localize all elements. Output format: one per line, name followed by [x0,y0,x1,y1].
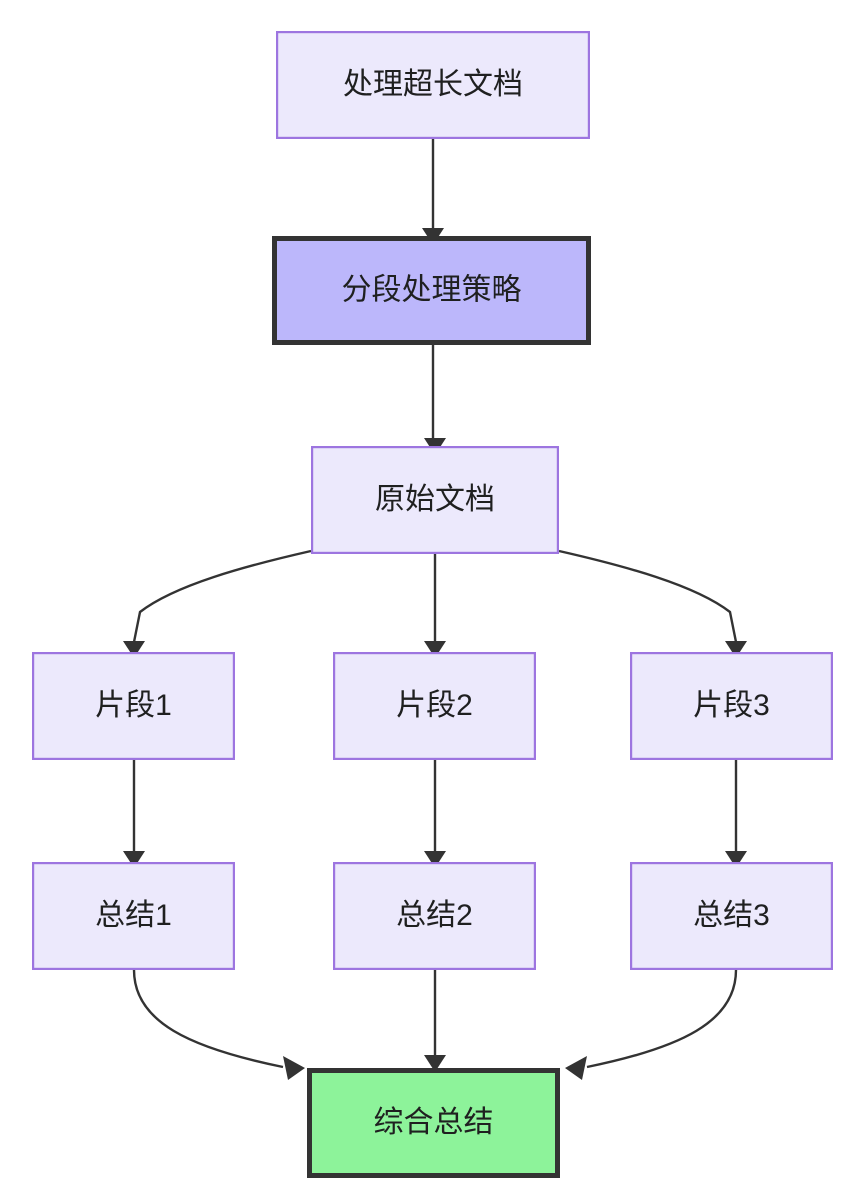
node-box-n10[interactable] [307,1068,560,1178]
node-n4[interactable]: 片段1 [31,651,236,760]
node-n3[interactable]: 原始文档 [311,446,560,555]
node-box-n5[interactable] [333,651,537,760]
node-n5[interactable]: 片段2 [333,651,537,760]
node-box-n6[interactable] [629,651,833,760]
node-label-n1: 处理超长文档 [343,68,523,101]
node-box-n8[interactable] [333,861,537,970]
node-label-n6: 片段3 [693,689,770,722]
arrow-head-n6-n9 [725,851,747,868]
arrow-head-n9-n10 [565,1056,587,1080]
node-box-n3[interactable] [311,446,560,555]
edge-n9-to-n10 [586,969,738,1069]
edge-n3-to-n4 [132,549,312,643]
node-n7[interactable]: 总结1 [31,861,236,970]
node-label-n10: 综合总结 [374,1106,494,1139]
node-box-n2[interactable] [272,236,591,345]
node-n9[interactable]: 总结3 [629,861,833,970]
arrow-head-n3-n6 [725,641,747,658]
arrow-head-n7-n10 [283,1056,305,1080]
edge-n3-to-n6 [558,549,738,643]
arrow-head-n5-n8 [424,851,446,868]
node-n8[interactable]: 总结2 [333,861,537,970]
node-box-n1[interactable] [276,30,590,140]
arrow-head-n3-n5 [424,641,446,658]
node-box-n7[interactable] [31,861,236,970]
node-label-n4: 片段1 [95,689,172,722]
node-n6[interactable]: 片段3 [629,651,833,760]
edges-layer [132,139,738,1069]
arrow-head-n4-n7 [123,851,145,868]
node-label-n3: 原始文档 [375,483,495,516]
node-n2[interactable]: 分段处理策略 [272,236,591,345]
node-label-n7: 总结1 [95,899,172,932]
arrow-head-n3-n4 [123,641,145,658]
node-label-n5: 片段2 [396,689,473,722]
edge-n7-to-n10 [132,969,284,1069]
node-label-n8: 总结2 [396,899,473,932]
node-n10[interactable]: 综合总结 [307,1068,560,1178]
node-box-n4[interactable] [31,651,236,760]
arrow-head-n8-n10 [424,1055,446,1072]
node-label-n2: 分段处理策略 [342,273,522,306]
node-box-n9[interactable] [629,861,833,970]
node-label-n9: 总结3 [693,899,770,932]
node-n1[interactable]: 处理超长文档 [276,30,590,140]
